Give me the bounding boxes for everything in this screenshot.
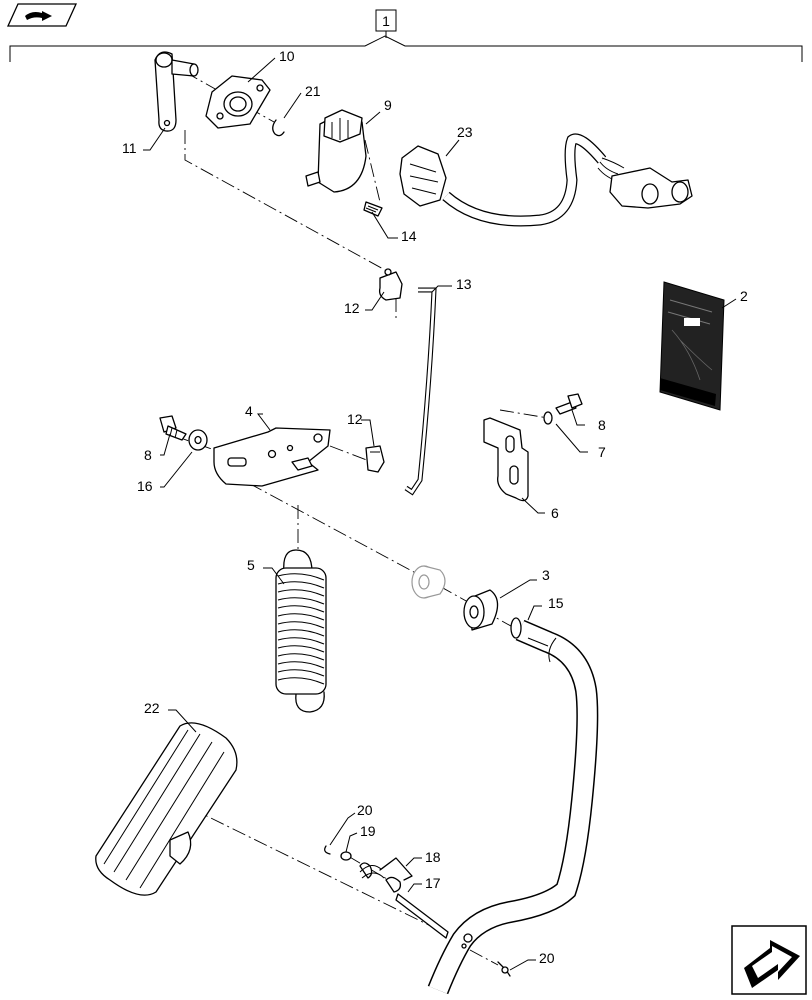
bushing-reference	[411, 565, 446, 599]
callout-10: 10	[279, 48, 295, 64]
callout-labels: 11 10 21 9 23 14 12 13 2 8 7 6 4 12 8 16…	[122, 48, 748, 966]
pivot-pin	[395, 893, 449, 939]
callout-6: 6	[551, 505, 559, 521]
side-bracket	[483, 417, 529, 502]
callout-20-lower: 20	[539, 950, 555, 966]
extension-spring	[275, 549, 327, 713]
callout-1: 1	[382, 13, 390, 29]
callout-12-middle: 12	[347, 411, 363, 427]
callout-5: 5	[247, 557, 255, 573]
callout-13: 13	[456, 276, 472, 292]
pedal-arm	[427, 617, 599, 995]
callout-2: 2	[740, 288, 748, 304]
rod-clip-middle	[365, 445, 385, 473]
callout-7: 7	[598, 444, 606, 460]
retaining-clip	[272, 119, 285, 137]
callout-22: 22	[144, 700, 160, 716]
link-rod	[404, 287, 437, 496]
callout-17: 17	[425, 875, 441, 891]
screw	[363, 201, 383, 217]
washer-right	[543, 411, 553, 425]
callout-20-upper: 20	[357, 802, 373, 818]
service-manual	[659, 281, 725, 411]
throttle-sensor	[305, 109, 367, 193]
callout-15: 15	[548, 595, 564, 611]
callout-11: 11	[122, 140, 137, 156]
callout-21: 21	[305, 83, 321, 99]
torsion-spring	[359, 857, 413, 893]
mounting-bracket	[213, 427, 331, 487]
lever	[154, 51, 199, 132]
callout-9: 9	[384, 97, 392, 113]
leader-lines	[143, 57, 737, 971]
assembly-centerlines	[167, 71, 549, 966]
rod-clip-upper	[378, 268, 403, 301]
small-washer	[340, 851, 352, 861]
callout-23: 23	[457, 124, 473, 140]
callout-16: 16	[137, 478, 153, 494]
callout-19: 19	[360, 823, 376, 839]
retaining-clip-lower	[497, 961, 511, 977]
bushing	[463, 589, 499, 631]
callout-3: 3	[542, 567, 550, 583]
callout-12-upper: 12	[344, 300, 360, 316]
bolt-right	[555, 393, 583, 415]
callout-8-right: 8	[598, 417, 606, 433]
retaining-clip-upper	[324, 845, 331, 855]
pedal-pad	[95, 722, 238, 896]
callout-8-left: 8	[144, 447, 152, 463]
callout-18: 18	[425, 849, 441, 865]
bolt-left	[159, 415, 187, 441]
washer-left	[188, 429, 208, 451]
callout-4: 4	[245, 403, 253, 419]
next-page-arrow-icon[interactable]	[731, 925, 807, 995]
wiring-harness	[399, 133, 693, 227]
callout-14: 14	[401, 228, 417, 244]
mounting-plate	[205, 75, 271, 129]
assembly-bracket: 1	[9, 9, 803, 62]
book-arrow-icon[interactable]	[6, 3, 78, 27]
